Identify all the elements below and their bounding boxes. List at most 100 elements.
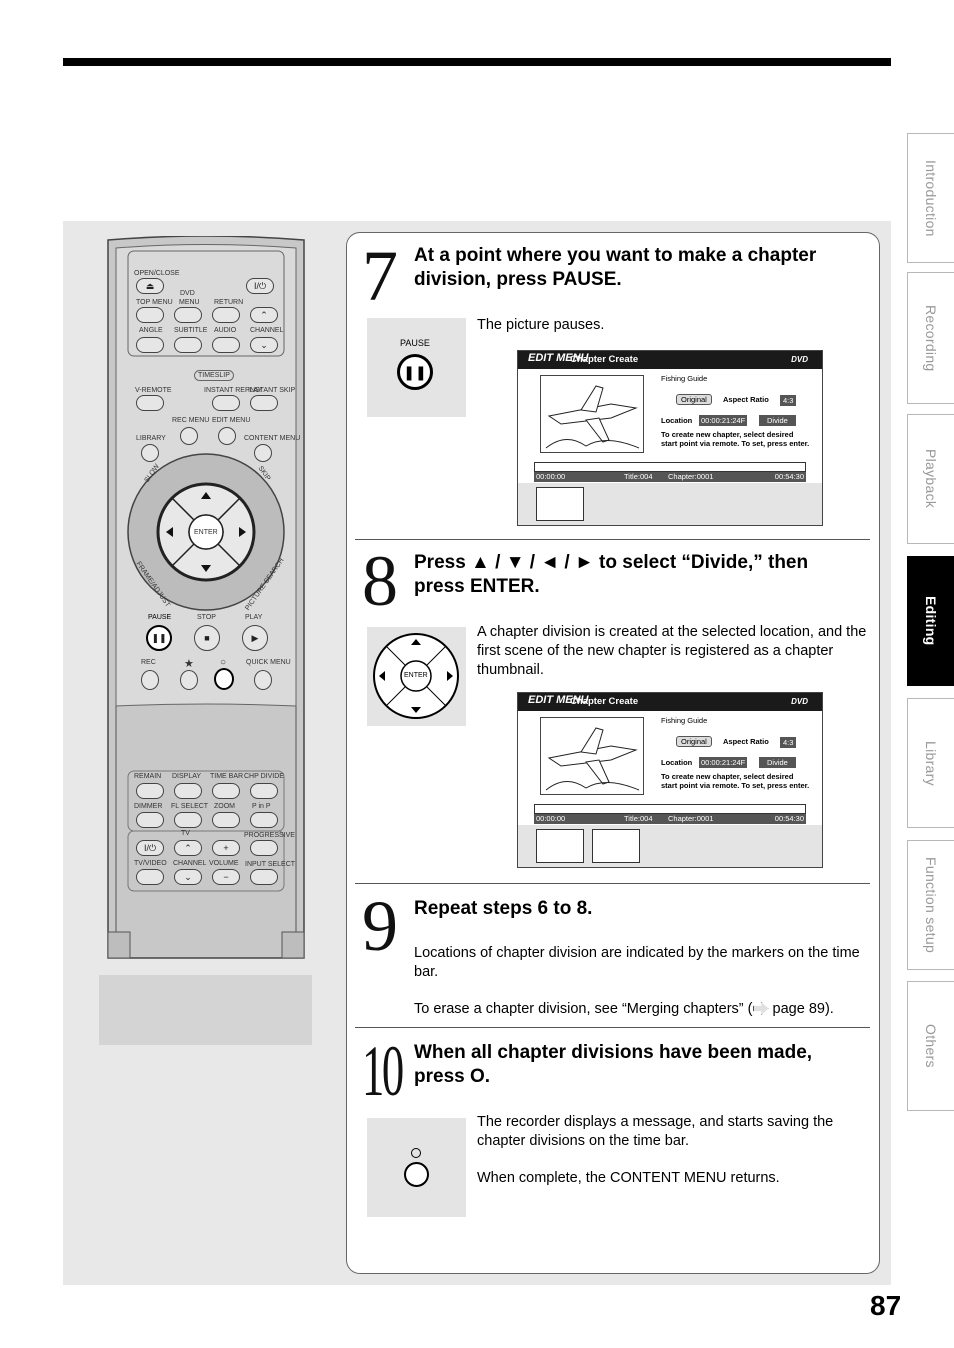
zoom-button[interactable]	[212, 812, 240, 828]
chapter-thumbnails	[518, 483, 822, 525]
fl-select-button[interactable]	[174, 812, 202, 828]
separator	[355, 539, 870, 540]
timeslip-button[interactable]: TIMESLIP	[194, 370, 234, 381]
input-select-label: INPUT SELECT	[245, 861, 296, 868]
enter-icon-label: ENTER	[404, 672, 428, 679]
subtitle-label: SUBTITLE	[174, 327, 208, 334]
library-button[interactable]	[141, 444, 159, 462]
separator	[355, 1027, 870, 1028]
display-button[interactable]	[174, 783, 202, 799]
tab-editing[interactable]: Editing	[907, 556, 954, 686]
star-icon: ★	[184, 658, 194, 670]
instant-skip-button[interactable]	[250, 395, 278, 411]
tab-introduction[interactable]: Introduction	[907, 133, 954, 263]
pause-label: PAUSE	[148, 614, 172, 621]
stop-button[interactable]: ■	[194, 625, 220, 651]
tv-power-button[interactable]: I/⏻	[136, 840, 164, 856]
tab-library[interactable]: Library	[907, 698, 954, 828]
divide-button-2[interactable]: Divide	[759, 757, 796, 768]
preview-thumbnail	[540, 375, 644, 453]
power-button[interactable]: I/⏻	[246, 278, 274, 294]
tv-channel-up-button[interactable]: ⌃	[174, 840, 202, 856]
step-10-number: 10	[362, 1031, 404, 1111]
content-menu-button[interactable]	[254, 444, 272, 462]
tv-video-button[interactable]	[136, 869, 164, 885]
star-button[interactable]	[180, 670, 198, 690]
remain-button[interactable]	[136, 783, 164, 799]
step-7-heading: At a point where you want to make a chap…	[414, 245, 817, 290]
rec-button[interactable]	[141, 670, 159, 690]
tab-playback[interactable]: Playback	[907, 414, 954, 544]
tab-recording[interactable]: Recording	[907, 272, 954, 404]
step-7-number: 7	[362, 236, 398, 316]
pause-button[interactable]: ❚❚	[146, 625, 172, 651]
chp-divide-button[interactable]	[250, 783, 278, 799]
p-in-p-label: P in P	[252, 803, 271, 810]
dvd-icon-2: DVD	[791, 697, 808, 706]
quick-menu-label: QUICK MENU	[246, 659, 291, 666]
menu-button[interactable]	[174, 307, 202, 323]
step-9-number: 9	[362, 886, 398, 966]
angle-label: ANGLE	[139, 327, 163, 334]
remain-label: REMAIN	[134, 773, 162, 780]
step-8-number: 8	[362, 541, 398, 621]
chp-divide-label: CHP DIVIDE	[244, 773, 284, 780]
tab-function-setup[interactable]: Function setup	[907, 840, 954, 970]
progressive-label: PROGRESSIVE	[244, 832, 295, 839]
step-7-text: The picture pauses.	[477, 317, 605, 333]
zoom-label: ZOOM	[214, 803, 235, 810]
time-bar-button[interactable]	[212, 783, 240, 799]
dimmer-button[interactable]	[136, 812, 164, 828]
airplane-icon	[545, 385, 640, 449]
channel-up-button[interactable]: ⌃	[250, 307, 278, 323]
quick-menu-button[interactable]	[254, 670, 272, 690]
instruction-text-2: To create new chapter, select desired st…	[661, 772, 810, 790]
tab-others[interactable]: Others	[907, 981, 954, 1111]
volume-up-button[interactable]: +	[212, 840, 240, 856]
location-value-2: 00:00:21:24F	[699, 757, 748, 768]
chapter-thumbnail-1	[536, 829, 584, 863]
rec-label: REC	[141, 659, 156, 666]
o-button[interactable]	[214, 668, 234, 690]
enter-label[interactable]: ENTER	[194, 529, 218, 536]
progressive-button[interactable]	[250, 840, 278, 856]
pause-icon: ❚❚	[397, 354, 433, 390]
time-line: 00:00:00 Title:004 Chapter:0001 00:54:30	[534, 472, 806, 482]
step-9-heading: Repeat steps 6 to 8.	[414, 898, 593, 919]
angle-button[interactable]	[136, 337, 164, 353]
gray-block	[99, 975, 312, 1045]
time-start-2: 00:00:00	[536, 814, 566, 823]
pause-icon-label: PAUSE	[400, 338, 430, 348]
aspect-value-2: 4:3	[780, 737, 797, 748]
play-button[interactable]: ▶	[242, 625, 268, 651]
instant-replay-button[interactable]	[212, 395, 240, 411]
channel-down-button[interactable]: ⌄	[250, 337, 278, 353]
rec-menu-button[interactable]	[180, 427, 198, 445]
divide-button[interactable]: Divide	[759, 415, 796, 426]
chapter-number: Chapter:0001	[668, 472, 714, 481]
volume-label: VOLUME	[209, 860, 239, 867]
edit-menu-button[interactable]	[218, 427, 236, 445]
audio-button[interactable]	[212, 337, 240, 353]
edit-menu-logo-2: EDIT MENU	[528, 694, 589, 706]
open-close-button[interactable]: ⏏	[136, 278, 164, 294]
chapter-thumbnails-2	[518, 825, 822, 867]
title-number-2: Title:004	[624, 814, 653, 823]
original-badge-2: Original	[676, 736, 712, 747]
v-remote-button[interactable]	[136, 395, 164, 411]
top-menu-button[interactable]	[136, 307, 164, 323]
return-button[interactable]	[212, 307, 240, 323]
tv-video-label: TV/VIDEO	[134, 860, 167, 867]
step-10-note: When complete, the CONTENT MENU returns.	[477, 1170, 780, 1186]
location-value: 00:00:21:24F	[699, 415, 748, 426]
location-label-2: Location	[661, 758, 693, 767]
subtitle-button[interactable]	[174, 337, 202, 353]
step-10-heading: When all chapter divisions have been mad…	[414, 1042, 813, 1087]
tv-channel-down-button[interactable]: ⌄	[174, 869, 202, 885]
top-rule	[63, 58, 891, 66]
chapter-create-screen-1: EDIT MENU Chapter Create DVD Fishing Gui…	[517, 350, 823, 526]
p-in-p-button[interactable]	[250, 812, 278, 828]
volume-down-button[interactable]: −	[212, 869, 240, 885]
input-select-button[interactable]	[250, 869, 278, 885]
tv-label: TV	[181, 830, 190, 837]
